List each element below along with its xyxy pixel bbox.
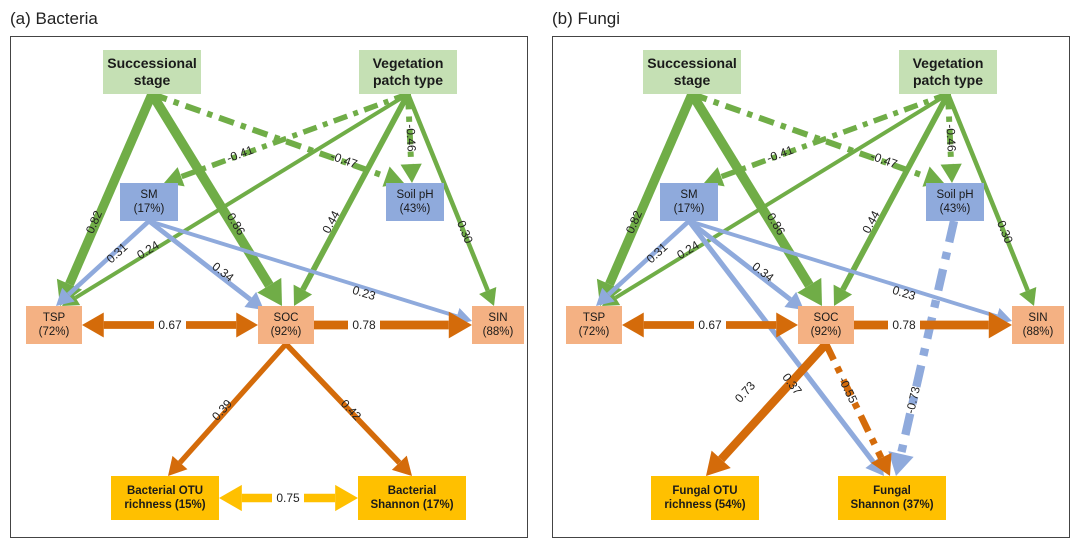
path-arrow-soc-out1 — [168, 342, 288, 476]
label-background — [888, 317, 920, 333]
path-arrow-succ-ph — [690, 91, 944, 187]
label-background — [154, 317, 186, 333]
node-sin: SIN(88%) — [472, 306, 524, 344]
path-coefficient-label: 0.30 — [994, 219, 1016, 246]
node-sin: SIN(88%) — [1012, 306, 1064, 344]
node-soil-ph: Soil pH(43%) — [926, 183, 984, 221]
path-arrow-veg-sin — [945, 93, 1037, 306]
node-soil-ph: Soil pH(43%) — [386, 183, 444, 221]
node-successional-stage: Successional stage — [643, 50, 741, 94]
path-arrow-sm-tsp — [596, 219, 691, 306]
path-arrow-sm-soc — [147, 219, 264, 310]
node-tsp: TSP(72%) — [26, 306, 82, 344]
path-arrow-veg-ph — [940, 93, 962, 183]
path-coefficient-label: -0.73 — [903, 385, 923, 415]
node-tsp: TSP(72%) — [566, 306, 622, 344]
node-vegetation-patch-type: Vegetation patch type — [359, 50, 457, 94]
path-arrow-veg-sin — [405, 93, 497, 306]
node-soc: SOC(92%) — [798, 306, 854, 344]
path-arrow-soc-out1 — [706, 341, 830, 476]
path-arrow-ph-out2 — [888, 220, 959, 476]
path-arrow-soc-out2 — [283, 342, 412, 476]
path-coefficient-label: 0.24 — [674, 238, 702, 262]
node-vegetation-patch-type: Vegetation patch type — [899, 50, 997, 94]
path-arrow-veg-sm — [704, 91, 949, 187]
node-sm: SM(17%) — [660, 183, 718, 221]
path-coefficient-label: -0.46 — [943, 124, 958, 152]
path-coefficient-label: -0.47 — [869, 149, 900, 171]
path-arrow-sm-soc — [687, 219, 804, 310]
panel-b-frame — [552, 36, 1070, 538]
path-arrow-sm-tsp — [56, 219, 151, 306]
path-coefficient-label: 0.78 — [892, 318, 916, 332]
panel-b-title: (b) Fungi — [552, 9, 621, 28]
path-coefficient-label: -0.55 — [836, 375, 861, 406]
path-arrow-sm-out2 — [686, 219, 884, 476]
path-coefficient-label: 0.73 — [732, 378, 758, 405]
path-arrow-veg-soc — [833, 92, 951, 306]
path-coefficient-label: 0.67 — [698, 318, 722, 332]
path-arrow-veg-soc — [293, 92, 411, 306]
path-arrow-succ-ph — [150, 91, 404, 187]
path-arrow-soc-sin — [314, 311, 472, 339]
path-arrow-soc-sin — [854, 311, 1012, 339]
path-arrow-veg-sm — [164, 91, 409, 187]
node-sm: SM(17%) — [120, 183, 178, 221]
label-background — [694, 317, 726, 333]
path-coefficient-label: 0.23 — [351, 283, 378, 303]
label-background — [348, 317, 380, 333]
path-coefficient-label: 0.75 — [276, 491, 300, 505]
panel-a-frame — [10, 36, 528, 538]
path-coefficient-label: -0.41 — [765, 143, 796, 166]
path-coefficient-label: 0.78 — [352, 318, 376, 332]
panel-a-title: (a) Bacteria — [10, 9, 98, 28]
node-successional-stage: Successional stage — [103, 50, 201, 94]
path-arrow-soc-out2 — [822, 342, 892, 476]
path-arrow-veg-ph — [400, 93, 422, 183]
node-soc: SOC(92%) — [258, 306, 314, 344]
label-background — [272, 490, 304, 506]
path-coefficient-label: -0.46 — [403, 124, 418, 152]
path-coefficient-label: 0.67 — [158, 318, 182, 332]
path-coefficient-label: 0.23 — [891, 283, 918, 303]
